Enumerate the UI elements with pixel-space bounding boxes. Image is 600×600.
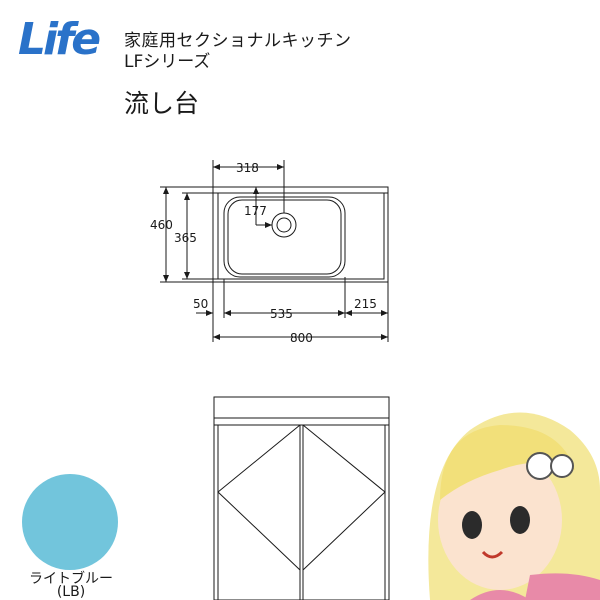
right-door-swing: [302, 424, 386, 571]
dim-177: 177: [244, 204, 267, 218]
series-title: 家庭用セクショナルキッチン: [124, 31, 352, 51]
cabinet-outline: [213, 396, 390, 600]
series-subtitle: LFシリーズ: [124, 52, 211, 72]
product-name: 流し台: [124, 89, 200, 118]
dim-215: 215: [354, 297, 377, 311]
brand-logo: Life: [18, 14, 102, 70]
drain-outer: [271, 212, 297, 238]
dim-318: 318: [236, 161, 259, 175]
sink-rim: [217, 192, 385, 280]
drain-inner: [276, 217, 292, 233]
left-door-swing: [217, 424, 301, 571]
color-name: ライトブルー: [29, 571, 113, 587]
dim-50: 50: [193, 297, 208, 311]
color-code: (LB): [56, 584, 86, 600]
mascot-illustration: [428, 412, 600, 600]
dim-800: 800: [290, 331, 313, 345]
dim-365: 365: [174, 231, 197, 245]
sink-top-outline: [212, 186, 389, 283]
dim-535: 535: [270, 307, 293, 321]
color-swatch: [22, 474, 118, 570]
logo-text: Life: [18, 14, 101, 65]
dim-460: 460: [150, 218, 173, 232]
